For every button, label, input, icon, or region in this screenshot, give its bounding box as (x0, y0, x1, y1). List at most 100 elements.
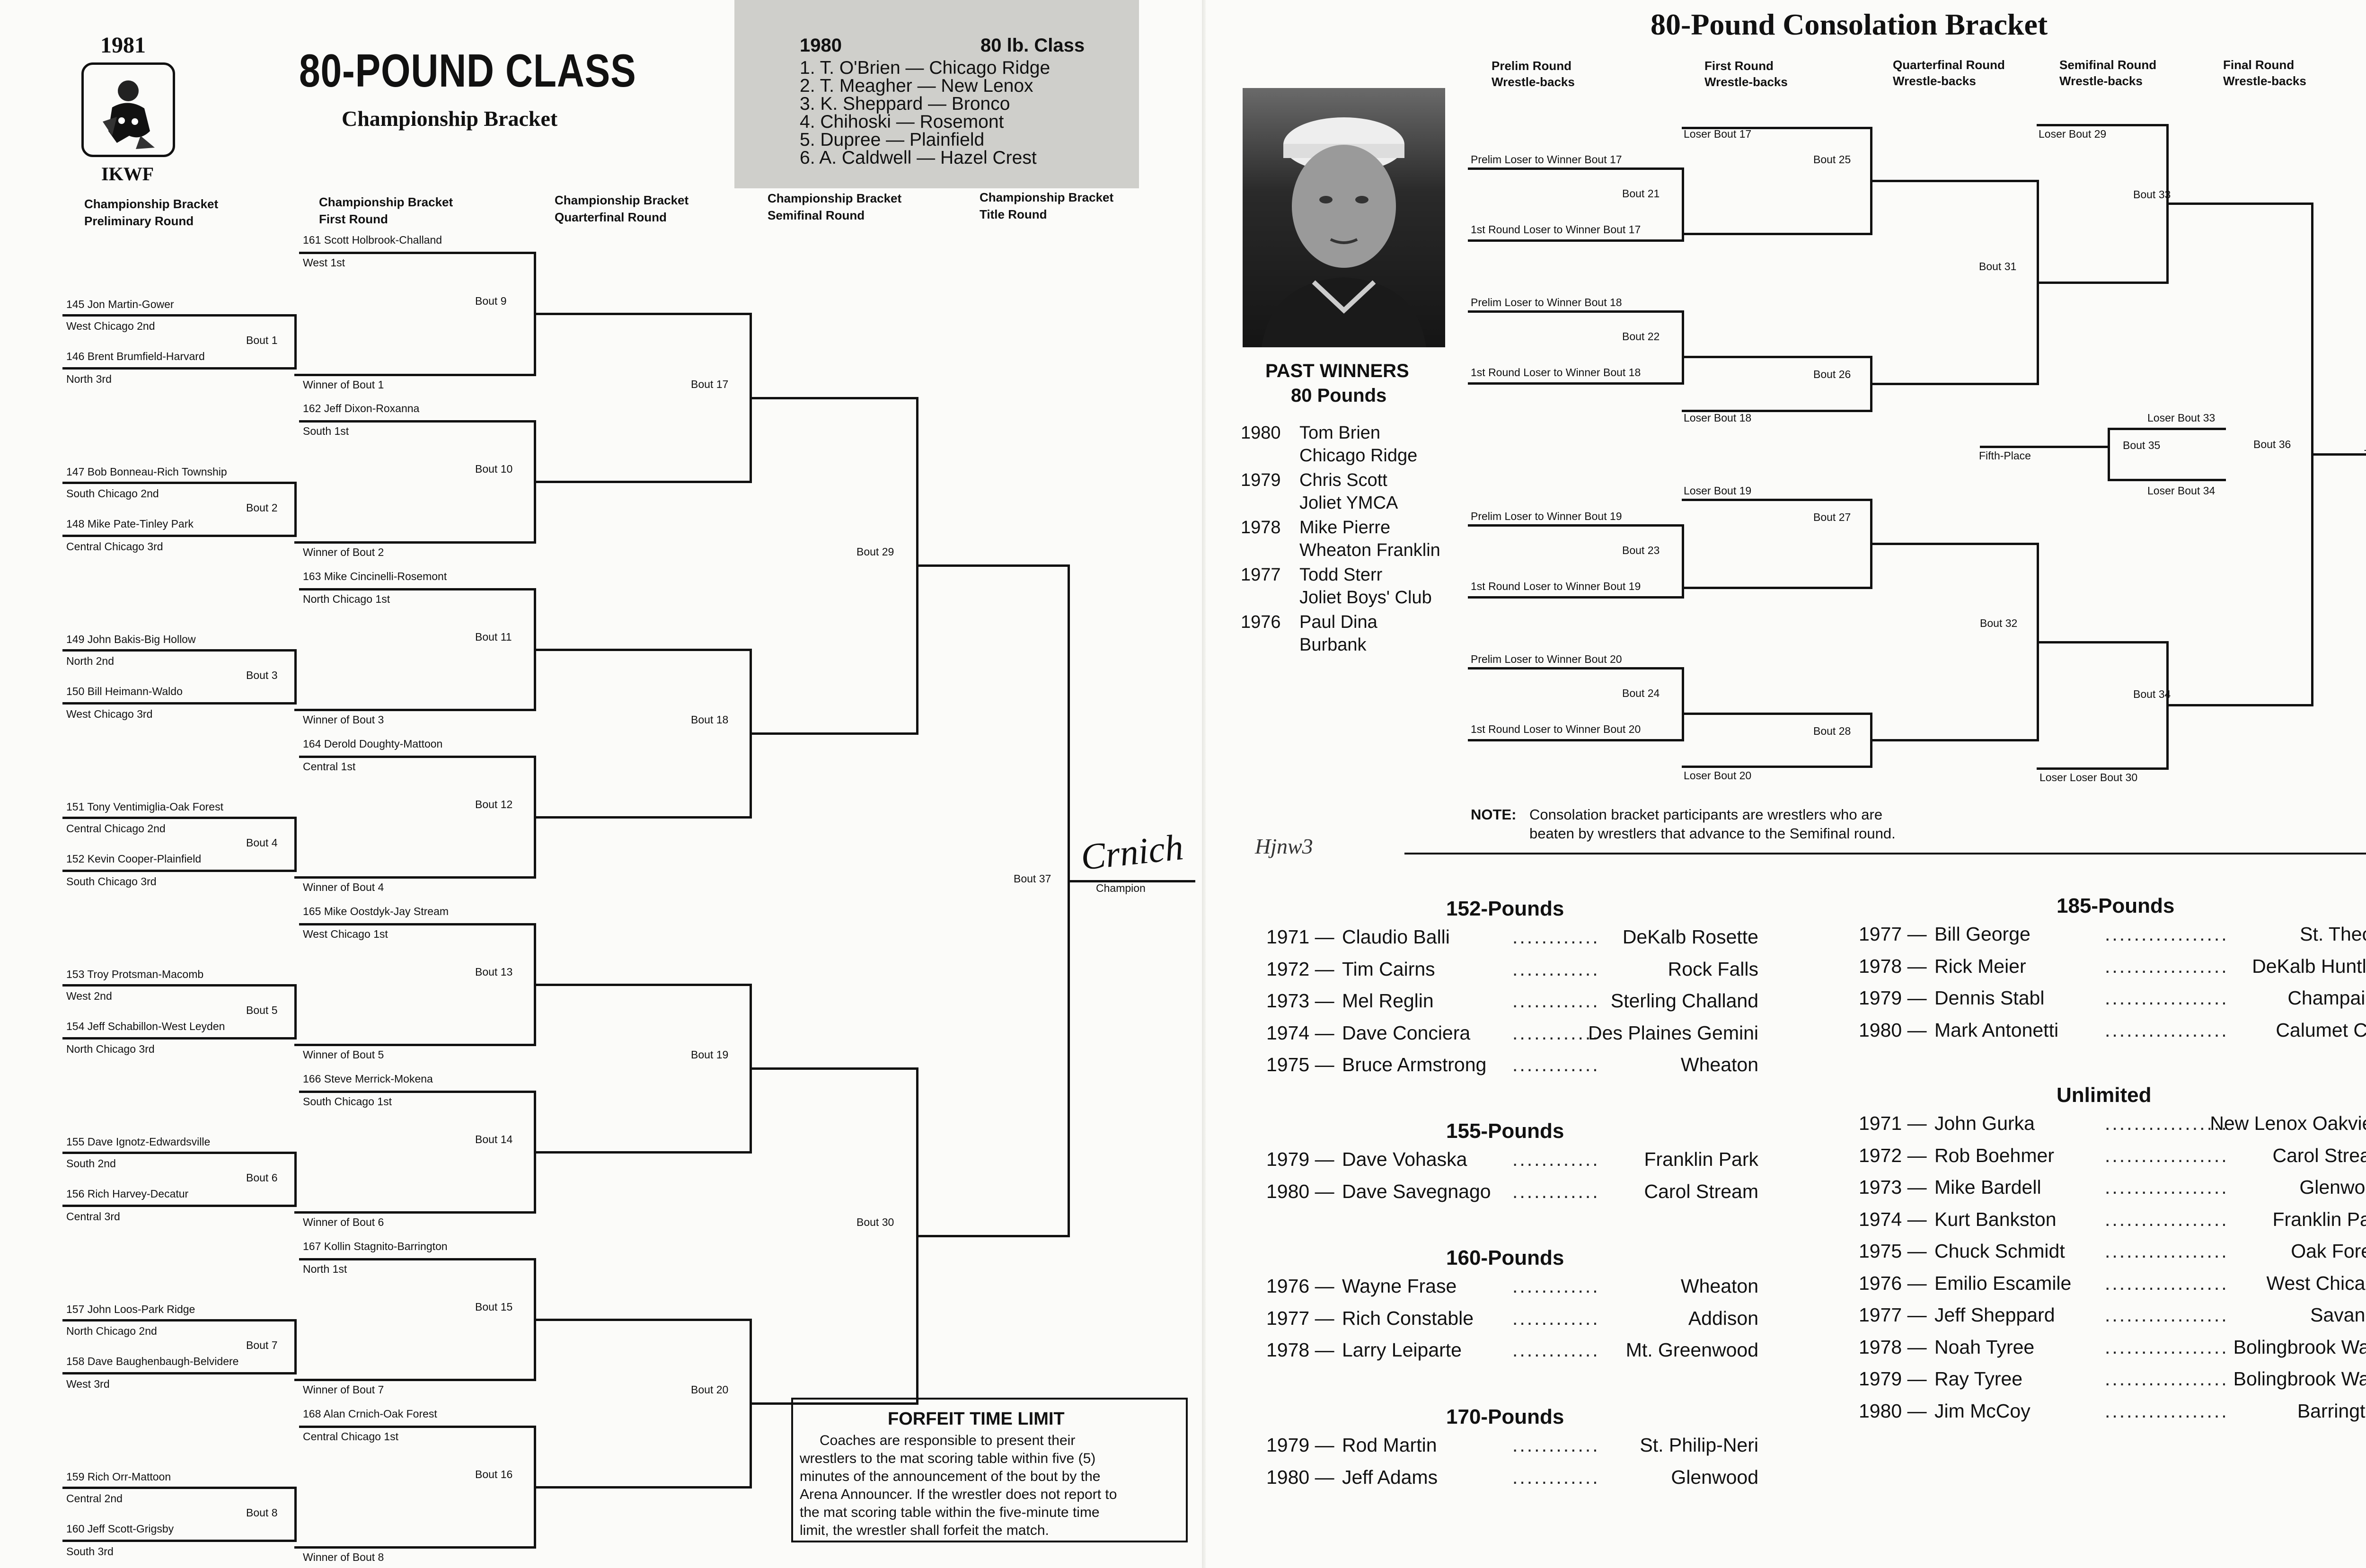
record-team: Mt. Greenwood (1625, 1339, 1758, 1361)
bracket-line (2037, 641, 2166, 643)
bracket-line (1468, 382, 1682, 385)
bracket-label: Bout 7 (246, 1339, 278, 1351)
record-year: 1976 — (1859, 1272, 1927, 1294)
record-team: St. Philip-Neri (1640, 1434, 1758, 1456)
bracket-line (299, 588, 534, 590)
record-team: West Chicago (2266, 1272, 2366, 1294)
cons-round-header: Semifinal Round (2059, 58, 2157, 72)
record-name: Rich Constable (1342, 1307, 1474, 1329)
bracket-line (62, 1540, 294, 1542)
record-name: Dennis Stabl (1934, 987, 2045, 1009)
bracket-line (299, 1426, 534, 1428)
bracket-label: Bout 20 (691, 1383, 729, 1396)
bracket-line (2108, 428, 2226, 430)
record-name: Claudio Balli (1342, 926, 1450, 948)
round-header: Semifinal Round (768, 208, 865, 222)
bracket-label: Bout 25 (1813, 153, 1851, 166)
bracket-label: Fifth-Place (1979, 449, 2031, 462)
record-name: Noah Tyree (1934, 1336, 2035, 1358)
record-leader: ........................................… (2105, 1305, 2226, 1325)
year-label: 1981 (100, 33, 146, 58)
bracket-line (2166, 704, 2311, 707)
bracket-line (1068, 564, 1070, 1237)
bracket-label: 1st Round Loser to Winner Bout 18 (1471, 366, 1641, 379)
bracket-line (750, 1067, 916, 1070)
round-header: Quarterfinal Round (555, 210, 667, 224)
bracket-label: Bout 33 (2133, 188, 2171, 201)
record-team: Rock Falls (1668, 958, 1758, 980)
bracket-line (2037, 281, 2166, 284)
bracket-label: West 1st (303, 256, 345, 269)
record-team: Addison (1688, 1307, 1758, 1329)
bracket-label: Bout 22 (1622, 330, 1660, 343)
bracket-label: 164 Derold Doughty-Mattoon (303, 738, 443, 750)
record-year: 1980 — (1859, 1400, 1927, 1422)
record-name: Dave Vohaska (1342, 1148, 1467, 1170)
bracket-label: 153 Troy Protsman-Macomb (66, 968, 204, 980)
cons-title: 80-Pound Consolation Bracket (1651, 8, 2048, 41)
bracket-line (62, 1372, 294, 1374)
bracket-label: Bout 36 (2253, 438, 2291, 450)
record-year: 1971 — (1859, 1112, 1927, 1134)
bracket-label: South Chicago 1st (303, 1095, 392, 1108)
bracket-label: Bout 21 (1622, 187, 1660, 200)
bracket-label: Central Chicago 2nd (66, 822, 166, 835)
record-team: Des Plaines Gemini (1588, 1022, 1758, 1044)
bracket-line (294, 1546, 534, 1549)
past-winner-name: Tom Brien (1299, 423, 1381, 443)
bracket-label: Winner of Bout 5 (303, 1048, 384, 1061)
bracket-label: Prelim Loser to Winner Bout 18 (1471, 296, 1622, 308)
page-subtitle: Championship Bracket (342, 106, 558, 131)
bracket-label: West 2nd (66, 990, 112, 1002)
bracket-line (62, 482, 294, 484)
record-team: Oak Forest (2291, 1240, 2366, 1262)
section-title: 152-Pounds (1446, 897, 1564, 920)
bracket-line (1682, 499, 1870, 501)
bracket-label: Bout 4 (246, 837, 278, 849)
bracket-label: 148 Mike Pate-Tinley Park (66, 518, 194, 530)
prior-year: 1980 (800, 35, 842, 56)
bracket-label: Loser Loser Bout 30 (2039, 771, 2138, 784)
record-leader: ........................................… (1512, 1467, 1598, 1487)
prior-row: 5. Dupree — Plainfield (800, 130, 985, 150)
record-team: Wheaton (1680, 1054, 1758, 1075)
forfeit-line: Arena Announcer. If the wrestler does no… (800, 1487, 1117, 1502)
past-winner-team: Joliet Boys' Club (1299, 588, 1432, 608)
bracket-line (1682, 766, 1870, 768)
note-label: NOTE: (1471, 806, 1517, 823)
record-year: 1979 — (1266, 1434, 1334, 1456)
record-name: John Gurka (1934, 1112, 2035, 1134)
record-leader: ........................................… (2105, 1209, 2226, 1229)
record-year: 1972 — (1266, 958, 1334, 980)
cons-round-header: Wrestle-backs (1893, 74, 1976, 88)
past-winner-year: 1977 (1241, 565, 1281, 585)
bracket-line (294, 482, 297, 537)
bracket-line (62, 1319, 294, 1321)
right-page: 80-Pound Consolation Bracket Prelim Roun… (1206, 0, 2366, 1568)
record-name: Bruce Armstrong (1342, 1054, 1487, 1075)
record-entry: 1973 —Mike BardellGlenwood..............… (1859, 1178, 2366, 1199)
past-winner-year: 1979 (1241, 470, 1281, 490)
record-name: Emilio Escamile (1934, 1272, 2072, 1294)
record-name: Bill George (1934, 923, 2031, 945)
bracket-label: Bout 28 (1813, 725, 1851, 737)
bracket-line (534, 313, 750, 315)
round-header: Title Round (980, 207, 1047, 221)
record-team: Bolingbrook Ward (2233, 1336, 2366, 1358)
past-winners-title: PAST WINNERS (1265, 361, 1409, 381)
prior-row: 6. A. Caldwell — Hazel Crest (800, 148, 1037, 168)
bracket-line (294, 1319, 297, 1374)
record-year: 1977 — (1266, 1307, 1334, 1329)
bracket-label: Winner of Bout 8 (303, 1551, 384, 1563)
record-leader: ........................................… (2105, 1178, 2226, 1197)
record-leader: ........................................… (1512, 1340, 1598, 1360)
record-entry: 1977 —Jeff SheppardSavanna..............… (1859, 1305, 2366, 1327)
record-leader: ........................................… (1512, 1023, 1598, 1043)
